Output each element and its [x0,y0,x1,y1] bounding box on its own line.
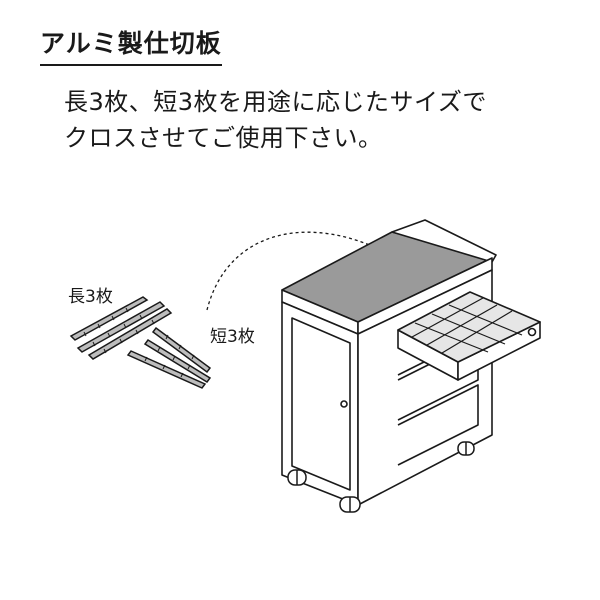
description-text: 長3枚、短3枚を用途に応じたサイズで クロスさせてご使用下さい。 [64,84,487,156]
long-plate-2 [76,301,166,353]
caster-wheel-icon [287,469,307,486]
drawer-divider-grid [411,297,523,354]
cabinet-door [291,317,351,491]
short-plate-3 [126,350,207,389]
drawer-lock-icon [527,327,537,337]
long-divider-plates [69,296,173,360]
long-plate-1 [69,296,149,341]
caster-wheels [287,441,475,513]
short-plate-1 [151,326,212,374]
short-plates-label: 短3枚 [210,327,255,347]
long-plates-label: 長3枚 [68,287,113,307]
side-drawer-3 [397,384,479,466]
short-divider-plates [126,326,212,389]
door-lock-icon [340,400,348,408]
cart-top-rim [391,219,497,263]
tool-cart [281,219,541,506]
long-plate-slots [83,307,155,354]
drawer-tray-inside [397,291,541,363]
caster-wheel-icon [457,441,475,456]
short-plate-slots [144,334,195,378]
long-plate-3 [87,308,173,360]
description-line-2: クロスさせてご使用下さい。 [64,124,383,152]
page-title: アルミ製仕切板 [40,24,222,66]
caster-wheel-icon [339,496,361,513]
description-line-1: 長3枚、短3枚を用途に応じたサイズで [64,88,487,116]
